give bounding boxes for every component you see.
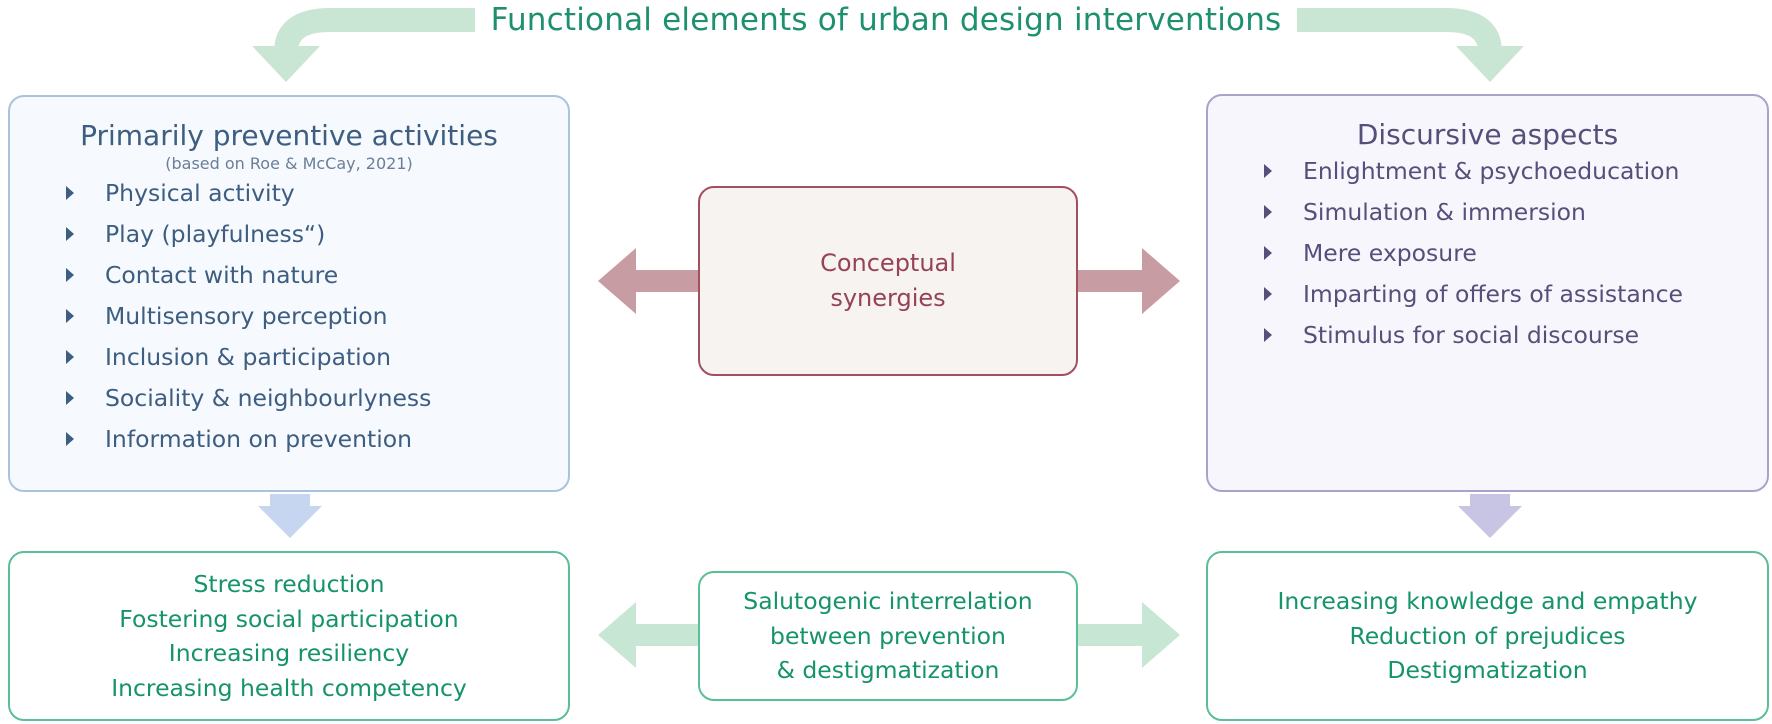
bullet-triangle-icon <box>66 268 74 282</box>
list-item: Sociality & neighbourlyness <box>10 378 568 419</box>
destigmatization-outcomes-box: Increasing knowledge and empathy Reducti… <box>1206 551 1769 721</box>
outcome-line: Increasing resiliency <box>168 639 410 667</box>
salutogenic-interrelation-box: Salutogenic interrelation between preven… <box>698 571 1078 701</box>
list-item: Stimulus for social discourse <box>1208 315 1767 356</box>
center-right-arrow <box>1078 248 1180 314</box>
list-item: Imparting of offers of assistance <box>1208 274 1767 315</box>
top-right-arrowhead <box>1456 46 1524 82</box>
preventive-activities-title: Primarily preventive activities <box>80 119 498 152</box>
discursive-aspects-box: Discursive aspects Enlightment & psychoe… <box>1206 94 1769 492</box>
bullet-triangle-icon <box>66 432 74 446</box>
bullet-triangle-icon <box>66 227 74 241</box>
list-item: Inclusion & participation <box>10 337 568 378</box>
interrelation-line: Salutogenic interrelation <box>743 587 1033 616</box>
preventive-activities-box: Primarily preventive activities (based o… <box>8 95 570 492</box>
bullet-triangle-icon <box>1264 246 1272 260</box>
outcome-line: Stress reduction <box>193 570 385 598</box>
preventive-activities-list: Physical activity Play (playfulness“) Co… <box>10 173 568 460</box>
interrelation-line: & destigmatization <box>776 656 1000 685</box>
bullet-triangle-icon <box>1264 287 1272 301</box>
bullet-triangle-icon <box>1264 164 1272 178</box>
list-item: Simulation & immersion <box>1208 192 1767 233</box>
list-item: Play (playfulness“) <box>10 214 568 255</box>
bullet-triangle-icon <box>1264 205 1272 219</box>
bullet-triangle-icon <box>66 186 74 200</box>
outcome-line: Increasing health competency <box>111 673 467 702</box>
top-left-curved-arrow <box>274 8 490 53</box>
conceptual-synergies-line: synergies <box>830 284 946 312</box>
bullet-triangle-icon <box>66 391 74 405</box>
top-left-arrowhead <box>252 46 320 82</box>
conceptual-synergies-line: Conceptual <box>820 249 956 277</box>
bottom-right-arrow <box>1078 602 1180 668</box>
list-item: Information on prevention <box>10 419 568 460</box>
discursive-aspects-title: Discursive aspects <box>1356 118 1619 151</box>
list-item: Physical activity <box>10 173 568 214</box>
bottom-left-arrow <box>598 602 698 668</box>
outcome-line: Reduction of prejudices <box>1349 621 1626 650</box>
bullet-triangle-icon <box>1264 328 1272 342</box>
list-item: Contact with nature <box>10 255 568 296</box>
top-right-curved-arrow <box>1290 8 1502 53</box>
purple-down-arrow <box>1458 494 1522 538</box>
diagram-title-text: Functional elements of urban design inte… <box>474 2 1298 38</box>
conceptual-synergies-box: Conceptual synergies <box>698 186 1078 376</box>
list-item: Mere exposure <box>1208 233 1767 274</box>
interrelation-line: between prevention <box>770 621 1006 650</box>
center-left-arrow <box>598 248 698 314</box>
blue-down-arrow <box>258 494 322 538</box>
outcome-line: Fostering social participation <box>119 604 459 633</box>
list-item: Multisensory perception <box>10 296 568 337</box>
outcome-line: Destigmatization <box>1387 656 1588 685</box>
diagram-title: Functional elements of urban design inte… <box>0 0 1772 42</box>
outcome-line: Increasing knowledge and empathy <box>1277 587 1698 616</box>
list-item: Enlightment & psychoeducation <box>1208 151 1767 192</box>
prevention-outcomes-box: Stress reduction Fostering social partic… <box>8 551 570 721</box>
discursive-aspects-list: Enlightment & psychoeducation Simulation… <box>1208 151 1767 356</box>
preventive-activities-subtitle: (based on Roe & McCay, 2021) <box>165 154 413 173</box>
bullet-triangle-icon <box>66 350 74 364</box>
bullet-triangle-icon <box>66 309 74 323</box>
